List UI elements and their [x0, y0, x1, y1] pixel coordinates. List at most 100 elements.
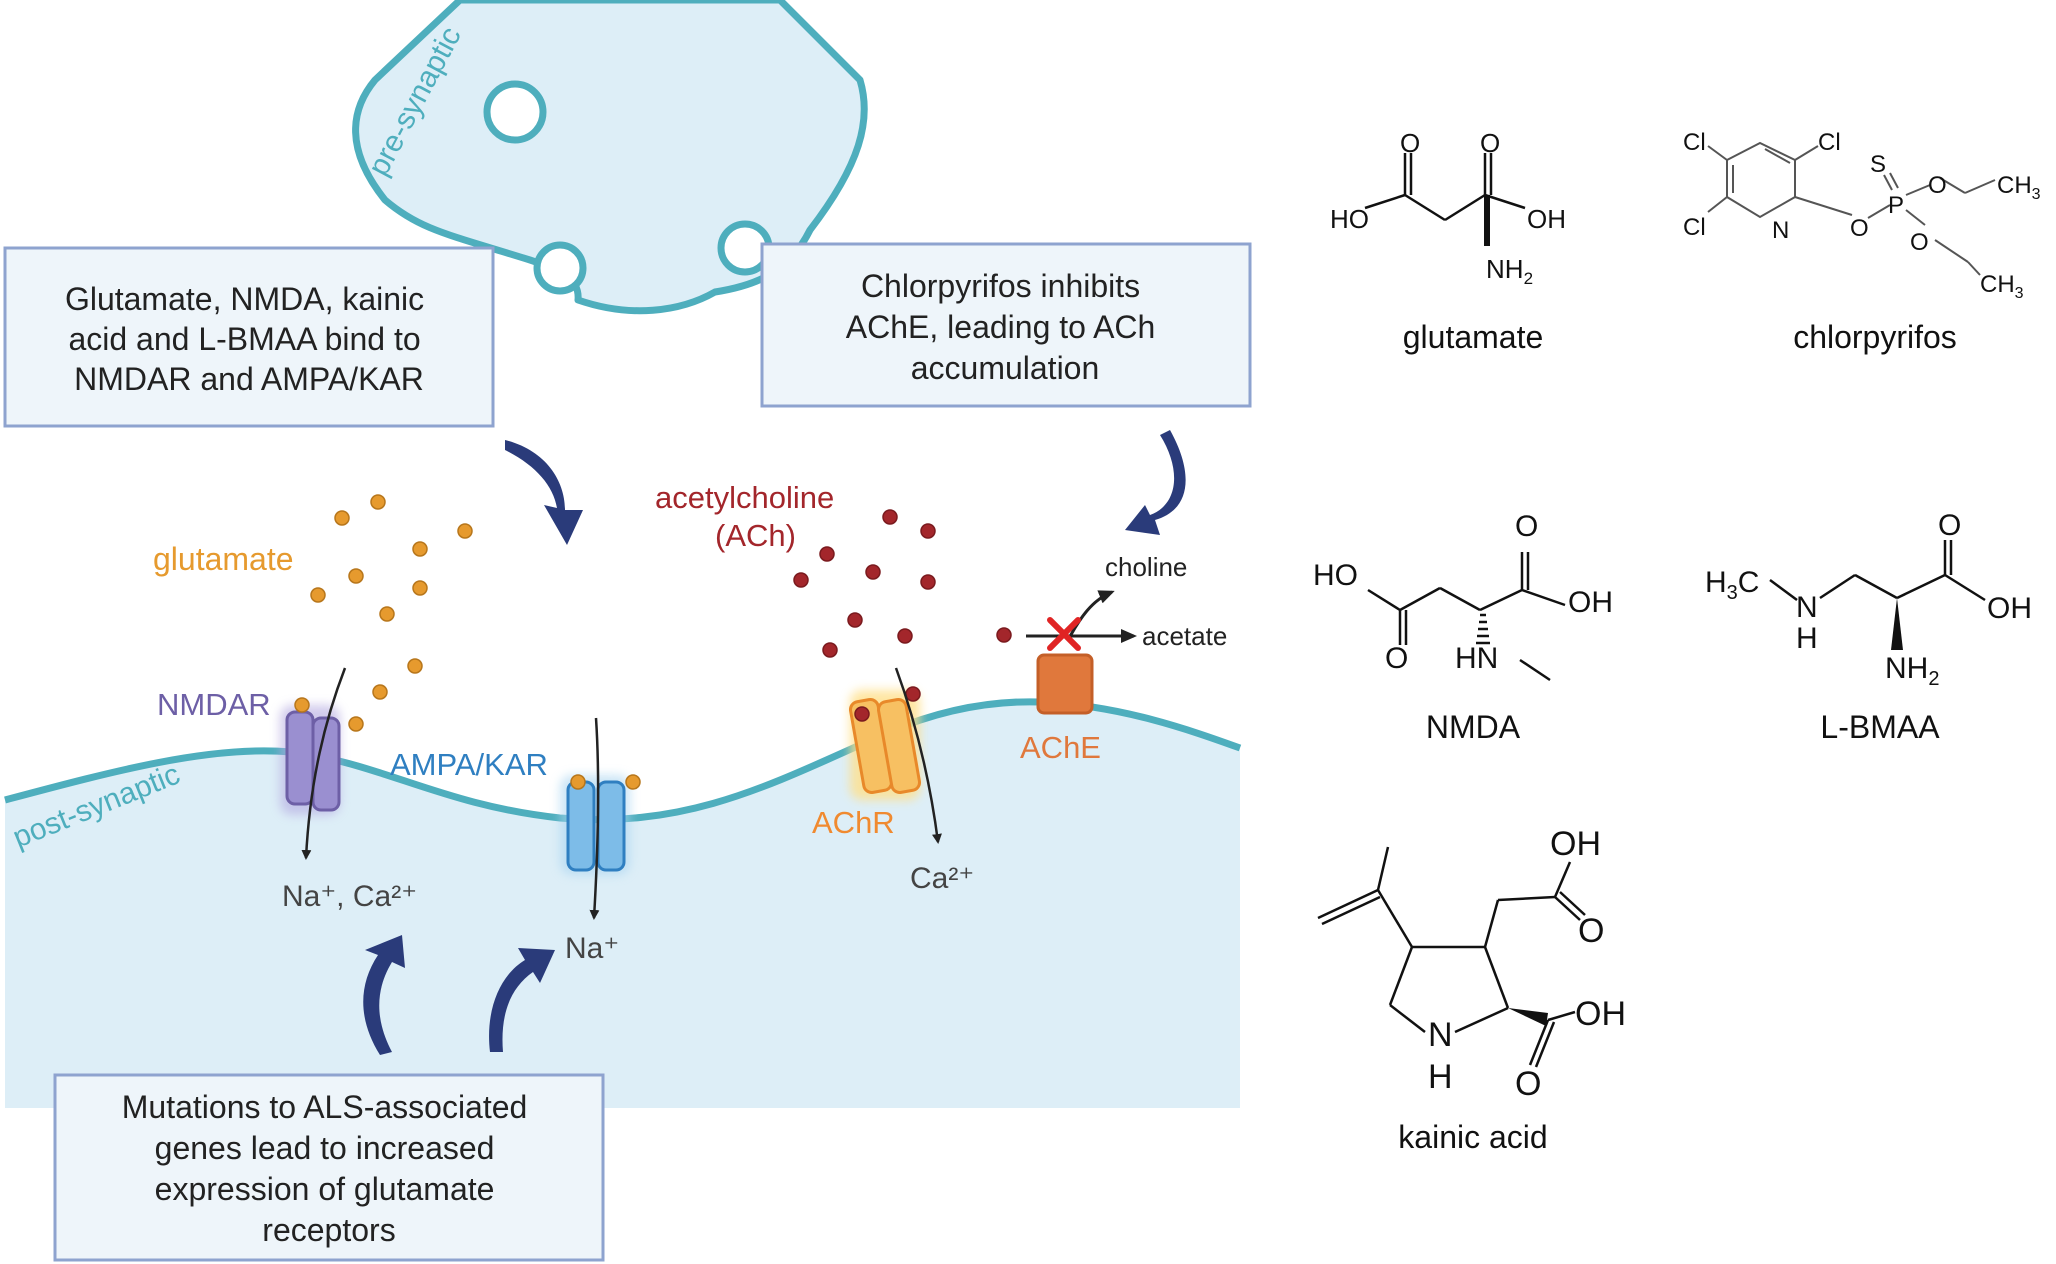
svg-text:Glutamate, NMDA, kainic: Glutamate, NMDA, kainic acid and L-BMAA … — [65, 281, 433, 397]
nmdar-ion-arrow — [301, 667, 347, 860]
mutations-box-line: expression of glutamate — [155, 1171, 495, 1207]
glutamate-dot — [412, 541, 428, 557]
svg-text:OH: OH — [1550, 825, 1601, 863]
svg-text:O: O — [1910, 229, 1929, 256]
inhibition-x-icon — [1047, 617, 1081, 651]
svg-text:O: O — [1938, 509, 1961, 542]
na-label: Na⁺ — [565, 932, 619, 965]
glutamate-dot — [348, 568, 364, 584]
svg-text:OH: OH — [1987, 592, 2032, 625]
svg-text:HO: HO — [1313, 559, 1358, 592]
mutations-box-line: Mutations to ALS-associated — [122, 1089, 528, 1125]
ach-dot — [920, 523, 936, 539]
svg-text:O: O — [1480, 128, 1500, 158]
svg-text:N: N — [1796, 591, 1818, 624]
svg-text:Mutations to ALS-associated: Mutations to ALS-associated genes lead t… — [122, 1089, 536, 1248]
svg-text:N: N — [1428, 1016, 1453, 1054]
na-ca-label: Na⁺, Ca²⁺ — [282, 880, 417, 913]
ach-dot — [847, 612, 863, 628]
kainic-acid-structure: OH O OH O N H kainic acid — [1317, 825, 1626, 1155]
curved-arrow-chlorpyrifos — [1125, 430, 1186, 535]
ca-label: Ca²⁺ — [910, 862, 974, 895]
glutamate-dot — [310, 587, 326, 603]
ach-dot — [865, 564, 881, 580]
glutamate-name: glutamate — [1403, 319, 1544, 355]
ach-dot — [905, 686, 921, 702]
ach-dot — [882, 509, 898, 525]
svg-text:Cl: Cl — [1683, 129, 1706, 156]
svg-text:HN: HN — [1455, 642, 1498, 675]
chlorpyrifos-structure: Cl Cl Cl N O P S O O CH3 CH3 chlorpyrifo… — [1683, 129, 2041, 355]
svg-text:OH: OH — [1527, 204, 1566, 234]
svg-text:NH2: NH2 — [1486, 254, 1533, 288]
binding-box-line: NMDAR and AMPA/KAR — [74, 361, 424, 397]
glutamate-dot — [372, 684, 388, 700]
glutamate-dot — [334, 510, 350, 526]
glutamate-dot — [625, 774, 641, 790]
nmda-name: NMDA — [1426, 709, 1521, 745]
svg-text:O: O — [1578, 912, 1604, 950]
svg-text:Cl: Cl — [1818, 129, 1841, 156]
svg-text:O: O — [1400, 128, 1420, 158]
svg-text:H: H — [1428, 1058, 1453, 1096]
svg-text:O: O — [1385, 642, 1408, 675]
glutamate-dot — [348, 716, 364, 732]
glutamate-dot — [370, 494, 386, 510]
ach-dot — [996, 627, 1012, 643]
curved-arrow-mutation-left — [363, 935, 405, 1055]
svg-text:N: N — [1772, 217, 1789, 244]
binding-box-line: Glutamate, NMDA, kainic — [65, 281, 424, 317]
ampa-ion-arrow — [589, 717, 600, 920]
ach-dot — [793, 572, 809, 588]
achr-label: AChR — [812, 805, 895, 840]
ach-dot — [819, 546, 835, 562]
curved-arrow-mutation-right — [489, 948, 555, 1052]
synaptic-vesicle — [483, 80, 547, 144]
glutamate-molecules — [294, 494, 641, 790]
mutations-box-line: genes lead to increased — [155, 1130, 495, 1166]
wedge-bond — [1484, 195, 1490, 246]
chlorpyrifos-name: chlorpyrifos — [1793, 319, 1957, 355]
glutamate-label: glutamate — [153, 541, 294, 577]
mutations-box-line: receptors — [262, 1212, 395, 1248]
glutamate-dot — [379, 606, 395, 622]
acetylcholine-molecules — [793, 509, 1012, 722]
nmda-structure: HO O O OH HN NMDA — [1313, 510, 1613, 745]
svg-text:Chlorpyrifos inhibits AC: Chlorpyrifos inhibits AChE, leading to A… — [846, 268, 1164, 386]
chlorpyrifos-box-line: Chlorpyrifos inhibits — [861, 268, 1140, 304]
achr-ion-arrow — [894, 667, 942, 844]
chlorpyrifos-box-line: accumulation — [911, 350, 1100, 386]
svg-text:CH3: CH3 — [1997, 172, 2041, 203]
ach-dot — [897, 628, 913, 644]
glutamate-dot — [407, 658, 423, 674]
svg-text:OH: OH — [1575, 995, 1626, 1033]
fusing-vesicle-left — [533, 241, 587, 295]
svg-text:HO: HO — [1330, 204, 1369, 234]
ache-enzyme — [1036, 653, 1094, 715]
ach-dot — [920, 574, 936, 590]
ampa-kar-receptor — [560, 775, 630, 875]
glutamate-dot — [570, 774, 586, 790]
svg-text:Cl: Cl — [1683, 214, 1706, 241]
svg-text:NH2: NH2 — [1885, 652, 1939, 690]
curved-arrow-bind — [505, 440, 583, 545]
ache-label: AChE — [1020, 730, 1101, 765]
svg-text:O: O — [1928, 172, 1947, 199]
acetate-label: acetate — [1142, 621, 1227, 651]
ach-dot — [822, 642, 838, 658]
kainic-acid-name: kainic acid — [1398, 1119, 1547, 1155]
svg-text:CH3: CH3 — [1980, 271, 2024, 302]
svg-text:S: S — [1870, 151, 1886, 178]
svg-text:H3C: H3C — [1705, 566, 1759, 604]
lbmaa-name: L-BMAA — [1820, 709, 1940, 745]
nmdar-receptor — [280, 705, 341, 815]
nmdar-label: NMDAR — [157, 687, 271, 722]
binding-box-line: acid and L-BMAA bind to — [68, 321, 420, 357]
svg-text:O: O — [1515, 510, 1538, 543]
binding-info-box: Glutamate, NMDA, kainic acid and L-BMAA … — [3, 246, 495, 428]
ampa-kar-label: AMPA/KAR — [390, 747, 548, 782]
choline-label: choline — [1105, 552, 1187, 582]
glutamate-structure: O O HO OH NH2 glutamate — [1330, 128, 1566, 355]
wedge-bond — [1891, 598, 1903, 650]
